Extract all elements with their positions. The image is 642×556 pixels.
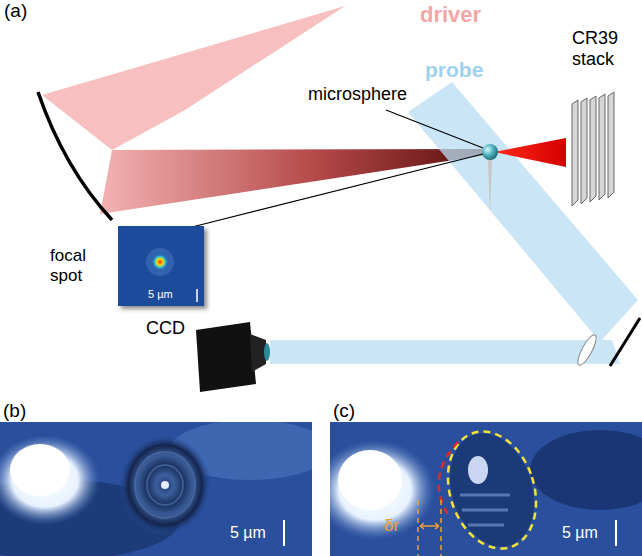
probe-beam xyxy=(408,82,638,342)
spot-halo xyxy=(146,248,174,276)
part-label: microsphere xyxy=(308,84,407,105)
probe-mirror xyxy=(610,318,640,366)
dimension-label: δr xyxy=(384,516,399,536)
driver-beam xyxy=(42,6,345,150)
part-label: CCD xyxy=(146,318,185,339)
microsphere-target xyxy=(482,144,498,160)
panel-label: (b) xyxy=(3,400,26,422)
leader-line xyxy=(192,154,483,227)
focal-spot-inset xyxy=(118,226,204,306)
inset-label: focal spot xyxy=(50,246,104,285)
scale-label: 5 µm xyxy=(148,288,173,301)
panel-label: (a) xyxy=(4,0,27,22)
parabolic-mirror xyxy=(38,92,112,220)
target-stalk xyxy=(488,160,492,216)
leader-line xyxy=(386,110,483,148)
panel-label: (c) xyxy=(333,400,355,422)
scale-label: 5 µm xyxy=(230,524,266,542)
beam-label: driver xyxy=(420,2,481,27)
scale-label: 5 µm xyxy=(562,524,598,542)
part-label: CR39 stack xyxy=(572,28,636,69)
lens xyxy=(575,333,600,368)
probe-return-beam xyxy=(270,340,620,364)
probe-image-b xyxy=(0,422,312,556)
scale-bar xyxy=(196,289,198,302)
focal-spot xyxy=(151,253,169,271)
cr39-stack xyxy=(572,92,614,206)
probe-image-c xyxy=(330,422,642,556)
beam-label: probe xyxy=(425,58,483,82)
proton-beam xyxy=(494,138,566,167)
ccd-camera xyxy=(196,322,270,392)
driver-focus-cone xyxy=(100,149,487,214)
